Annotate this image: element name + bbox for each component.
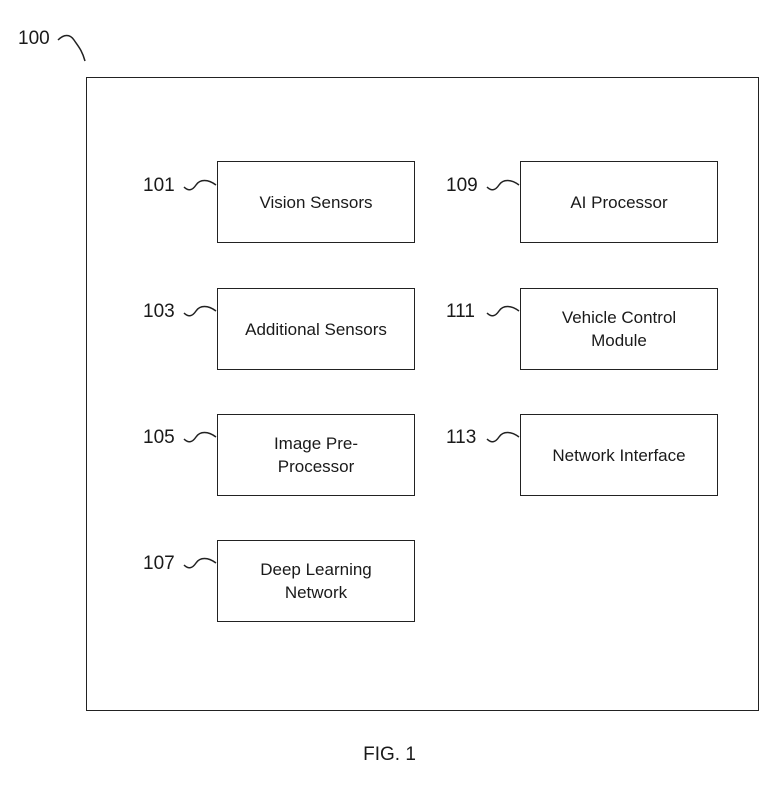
leader-squiggle-101 [183,179,217,191]
block-vision-sensors: Vision Sensors [217,161,415,243]
block-label: AI Processor [570,192,668,212]
block-label: Network Interface [552,445,686,465]
leader-squiggle-103 [183,305,217,317]
leader-squiggle-109 [486,179,520,191]
ref-label-109: 109 [446,175,478,196]
ref-label-103: 103 [143,301,175,322]
block-ai-processor: AI Processor [520,161,718,243]
leader-squiggle-113 [486,431,520,443]
system-boundary-box [86,77,759,711]
block-additional-sensors: Additional Sensors [217,288,415,370]
block-label: Vehicle Control Module [561,308,677,350]
block-label: Image Pre-Processor [273,434,359,476]
block-label: Vision Sensors [259,192,373,212]
block-network-interface: Network Interface [520,414,718,496]
block-deep-learning-network: Deep Learning Network [217,540,415,622]
block-image-pre-processor: Image Pre-Processor [217,414,415,496]
leader-squiggle-111 [486,305,520,317]
leader-squiggle-107 [183,557,217,569]
ref-label-107: 107 [143,553,175,574]
leader-squiggle-105 [183,431,217,443]
ref-label-111: 111 [446,301,475,322]
figure-leader-line [57,34,86,62]
ref-label-113: 113 [446,427,477,448]
block-label: Additional Sensors [245,319,387,339]
figure-caption: FIG. 1 [363,744,416,765]
ref-label-101: 101 [143,175,175,196]
ref-label-105: 105 [143,427,175,448]
block-vehicle-control-module: Vehicle Control Module [520,288,718,370]
block-label: Deep Learning Network [260,560,372,602]
figure-ref-100: 100 [18,28,50,49]
